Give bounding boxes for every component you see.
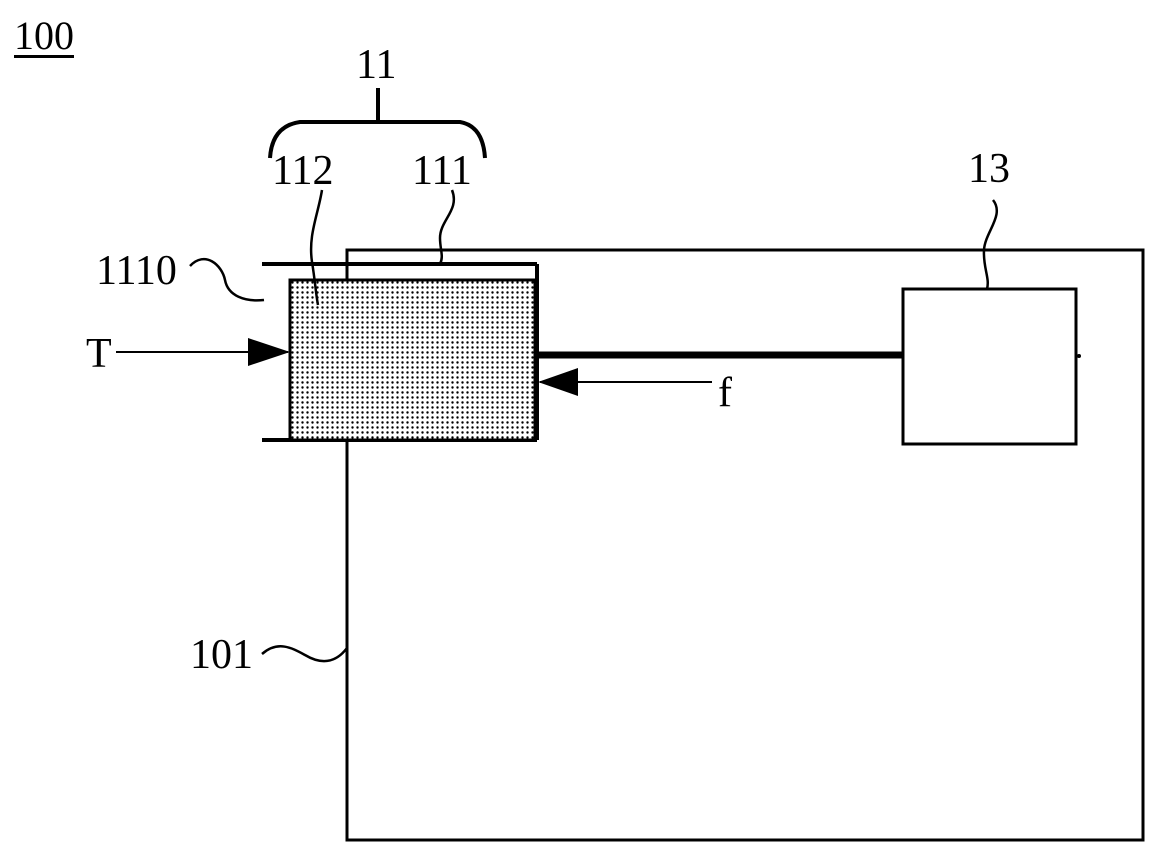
block-dot (1077, 354, 1081, 358)
label-fill: 112 (272, 148, 334, 194)
label-force-f: f (718, 370, 732, 416)
label-group: 11 (356, 42, 397, 88)
leader-111 (438, 189, 456, 265)
leader-112 (309, 189, 324, 306)
leader-13 (982, 199, 999, 290)
force-t-arrowhead (248, 338, 290, 366)
label-edge: 1110 (96, 248, 177, 294)
figure-number: 100 (14, 13, 74, 58)
block-13 (901, 287, 1078, 446)
housing-outline (345, 248, 1145, 842)
force-f-arrowhead (538, 368, 578, 396)
label-cover: 111 (412, 148, 472, 194)
label-force-t: T (86, 331, 112, 377)
dotted-fill-block (288, 278, 537, 442)
label-block: 13 (968, 146, 1010, 192)
leader-1110 (189, 258, 265, 302)
leader-101 (261, 645, 348, 663)
label-housing: 101 (190, 632, 253, 678)
